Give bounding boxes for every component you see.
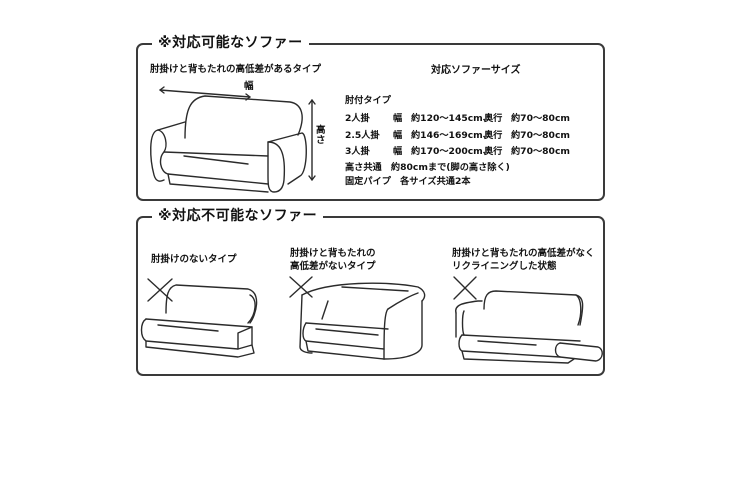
- cross-icon: [289, 276, 313, 298]
- pipe-note: 固定パイプ 各サイズ共通2本: [345, 176, 471, 187]
- sofa-with-arms-illustration: [150, 86, 316, 193]
- incompatible-section-title: ※対応不可能なソファー: [152, 207, 324, 225]
- reclined-sofa-illustration: [453, 276, 603, 364]
- sizes-type: 肘付タイプ: [345, 95, 391, 106]
- sizes-heading: 対応ソファーサイズ: [431, 65, 521, 76]
- compatible-sofa-section: [136, 43, 605, 201]
- incompatible-item-label-line2: 高低差がないタイプ: [290, 261, 376, 272]
- incompatible-item-label: 肘掛けのないタイプ: [151, 254, 237, 265]
- armless-sofa-illustration: [140, 278, 258, 358]
- incompatible-item-label-line2: リクライニングした状態: [452, 261, 557, 272]
- compatible-type-label: 肘掛けと背もたれの高低差があるタイプ: [150, 64, 322, 75]
- incompatible-item-label: 肘掛けと背もたれの: [290, 248, 376, 259]
- cross-icon: [147, 278, 173, 302]
- height-note: 高さ共通 約80cmまで(脚の高さ除く): [345, 162, 510, 173]
- flat-arm-sofa-illustration: [289, 276, 426, 360]
- incompatible-sofa-section: [136, 216, 605, 376]
- height-label: 高さ: [316, 125, 326, 146]
- cross-icon: [453, 276, 477, 300]
- width-label: 幅: [244, 81, 254, 92]
- incompatible-item-label: 肘掛けと背もたれの高低差がなく: [452, 248, 595, 259]
- compatible-section-title: ※対応可能なソファー: [152, 34, 309, 52]
